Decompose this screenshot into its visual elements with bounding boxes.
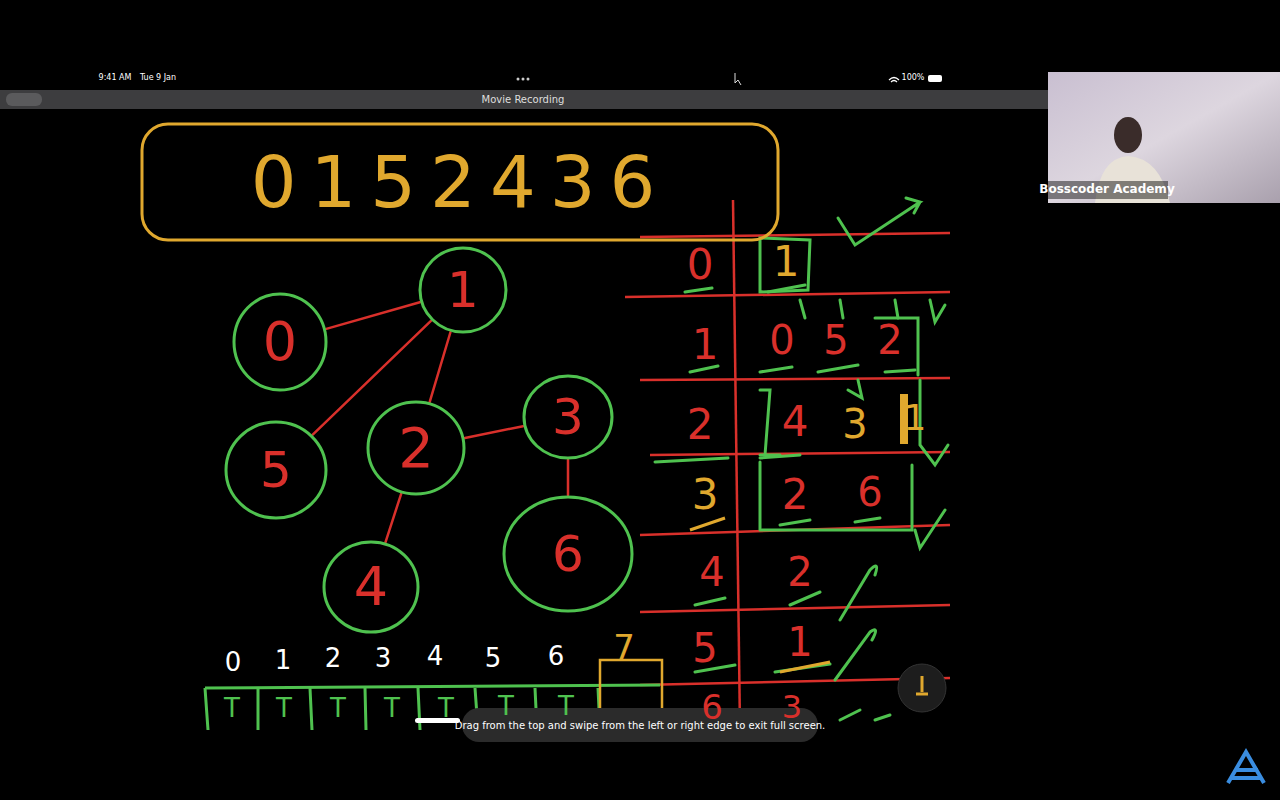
graph-vertex: 3 xyxy=(522,374,614,460)
vertex-number: 5 xyxy=(260,445,292,495)
screen-text: Bosscoder Academy xyxy=(1039,183,1174,196)
traversal-order-box: 0152436 xyxy=(140,122,780,242)
array-index: 4 xyxy=(427,642,444,671)
battery-icon xyxy=(928,75,942,82)
table-cell: 1 xyxy=(904,398,927,438)
array-index: 1 xyxy=(275,646,292,675)
bar-pill xyxy=(6,93,42,106)
vertex-number: 6 xyxy=(552,529,584,579)
visited-flag: T xyxy=(276,694,292,723)
toast-text: Drag from the top and swipe from the lef… xyxy=(455,720,826,731)
table-cell: 1 xyxy=(787,620,812,664)
vertex-number: 0 xyxy=(263,315,297,369)
table-cell: 5 xyxy=(823,318,848,362)
pencil-button xyxy=(898,664,946,712)
graph-vertex: 5 xyxy=(224,420,328,520)
graph-vertex: 0 xyxy=(232,292,328,392)
screen-text: 100% xyxy=(902,74,925,83)
graph-vertex: 1 xyxy=(418,246,508,334)
table-cell: 0 xyxy=(769,318,794,362)
screen-text: 9:41 AM xyxy=(99,74,132,83)
array-index: 3 xyxy=(375,644,392,673)
visited-flag: T xyxy=(224,694,240,723)
table-cell: 4 xyxy=(699,550,724,594)
array-index: 7 xyxy=(613,629,635,666)
graph-edge xyxy=(386,494,402,542)
array-index: 2 xyxy=(325,644,342,673)
table-cell: 6 xyxy=(857,470,882,514)
table-cell: 2 xyxy=(787,550,812,594)
visited-flag: T xyxy=(438,694,454,723)
visited-flag: T xyxy=(558,692,574,721)
screen-text: Tue 9 Jan xyxy=(140,74,176,83)
visited-flag: T xyxy=(498,692,514,721)
graph-vertex: 2 xyxy=(366,400,466,496)
array-index: 5 xyxy=(485,644,502,673)
table-cell: 1 xyxy=(773,239,800,285)
table-cell: 5 xyxy=(692,626,717,670)
graph-vertex: 4 xyxy=(322,540,420,634)
graph-edge xyxy=(568,460,569,495)
graph-edge xyxy=(465,426,523,438)
vertex-number: 2 xyxy=(398,420,434,476)
table-cell: 0 xyxy=(687,242,714,288)
adjacency-grid xyxy=(625,200,950,728)
title-bar xyxy=(0,90,1048,109)
traversal-order: 0152436 xyxy=(251,146,670,218)
screen-text: Movie Recording xyxy=(482,94,565,105)
vertex-number: 4 xyxy=(354,560,388,614)
table-cell: 1 xyxy=(692,322,719,368)
graph-vertex: 6 xyxy=(502,495,634,613)
table-cell: 4 xyxy=(782,399,809,445)
vertex-number: 1 xyxy=(447,265,479,315)
logo xyxy=(1228,752,1264,783)
vertex-number: 3 xyxy=(552,392,584,442)
graph-edge xyxy=(326,302,419,329)
visited-flag: T xyxy=(384,694,400,723)
table-cell: 3 xyxy=(692,472,719,518)
table-cell: 3 xyxy=(842,402,867,446)
array-index: 6 xyxy=(548,642,565,671)
table-cell: 2 xyxy=(782,472,809,518)
graph-edge xyxy=(430,332,451,402)
array-index: 0 xyxy=(225,648,242,677)
table-cell: 2 xyxy=(877,318,902,362)
visited-flag: T xyxy=(330,694,346,723)
tick-marks xyxy=(655,198,948,720)
graph-edge xyxy=(313,321,431,435)
wifi-icon xyxy=(889,78,899,83)
table-cell: 2 xyxy=(687,402,714,448)
